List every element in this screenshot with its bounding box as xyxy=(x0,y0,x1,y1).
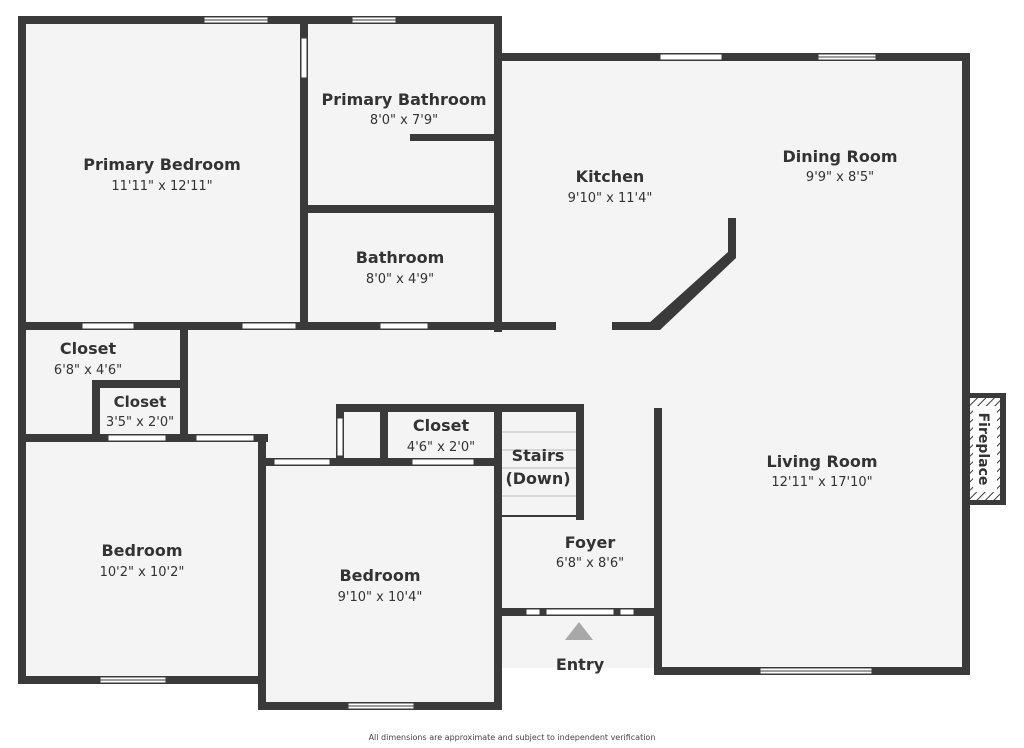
room-primary-bathroom: Primary Bathroom 8'0" x 7'9" xyxy=(321,90,486,128)
entry-arrow-icon xyxy=(565,622,593,640)
room-dims: 8'0" x 4'9" xyxy=(366,272,434,287)
room-dims: 6'8" x 4'6" xyxy=(54,363,122,378)
room-name: Living Room xyxy=(767,452,878,471)
room-dims: 8'0" x 7'9" xyxy=(370,113,438,128)
room-name: Bathroom xyxy=(356,248,445,267)
room-closet-hall: Closet 4'6" x 2'0" xyxy=(407,416,475,455)
room-living-room: Living Room 12'11" x 17'10" xyxy=(767,452,878,490)
room-name: Dining Room xyxy=(782,147,897,166)
floor-areas xyxy=(22,22,966,706)
stairs-direction: (Down) xyxy=(505,469,570,488)
room-stairs: Stairs (Down) xyxy=(505,446,570,488)
room-dining-room: Dining Room 9'9" x 8'5" xyxy=(782,147,897,185)
room-dims: 11'11" x 12'11" xyxy=(111,179,212,194)
room-dims: 9'10" x 10'4" xyxy=(338,590,423,605)
room-name: Closet xyxy=(60,339,117,358)
room-name: Primary Bedroom xyxy=(83,155,241,174)
room-dims: 12'11" x 17'10" xyxy=(771,475,872,490)
room-foyer: Foyer 6'8" x 8'6" xyxy=(556,533,624,571)
room-dims: 4'6" x 2'0" xyxy=(407,440,475,455)
stairs-treads xyxy=(502,431,576,517)
disclaimer-note: All dimensions are approximate and subje… xyxy=(368,733,656,742)
fireplace-label: Fireplace xyxy=(975,413,991,486)
room-name: Bedroom xyxy=(101,541,182,560)
room-dims: 10'2" x 10'2" xyxy=(100,565,185,580)
room-name: Kitchen xyxy=(576,167,645,186)
room-dims: 6'8" x 8'6" xyxy=(556,556,624,571)
room-bathroom: Bathroom 8'0" x 4'9" xyxy=(356,248,445,287)
room-kitchen: Kitchen 9'10" x 11'4" xyxy=(568,167,653,206)
windows xyxy=(81,16,877,710)
room-primary-bedroom: Primary Bedroom 11'11" x 12'11" xyxy=(83,155,241,194)
room-name: Closet xyxy=(114,393,167,411)
room-name: Primary Bathroom xyxy=(321,90,486,109)
room-bedroom-center: Bedroom 9'10" x 10'4" xyxy=(338,566,423,605)
room-dims: 3'5" x 2'0" xyxy=(106,415,174,430)
room-name: Closet xyxy=(413,416,470,435)
room-bedroom-left: Bedroom 10'2" x 10'2" xyxy=(100,541,185,580)
room-dims: 9'9" x 8'5" xyxy=(806,170,874,185)
room-closet-large: Closet 6'8" x 4'6" xyxy=(54,339,122,378)
stairs-label: Stairs xyxy=(512,446,565,465)
room-name: Bedroom xyxy=(339,566,420,585)
room-name: Foyer xyxy=(565,533,616,552)
fireplace: Fireplace xyxy=(966,393,1006,505)
room-closet-small: Closet 3'5" x 2'0" xyxy=(106,393,174,430)
room-dims: 9'10" x 11'4" xyxy=(568,191,653,206)
entry-label: Entry xyxy=(556,655,605,674)
